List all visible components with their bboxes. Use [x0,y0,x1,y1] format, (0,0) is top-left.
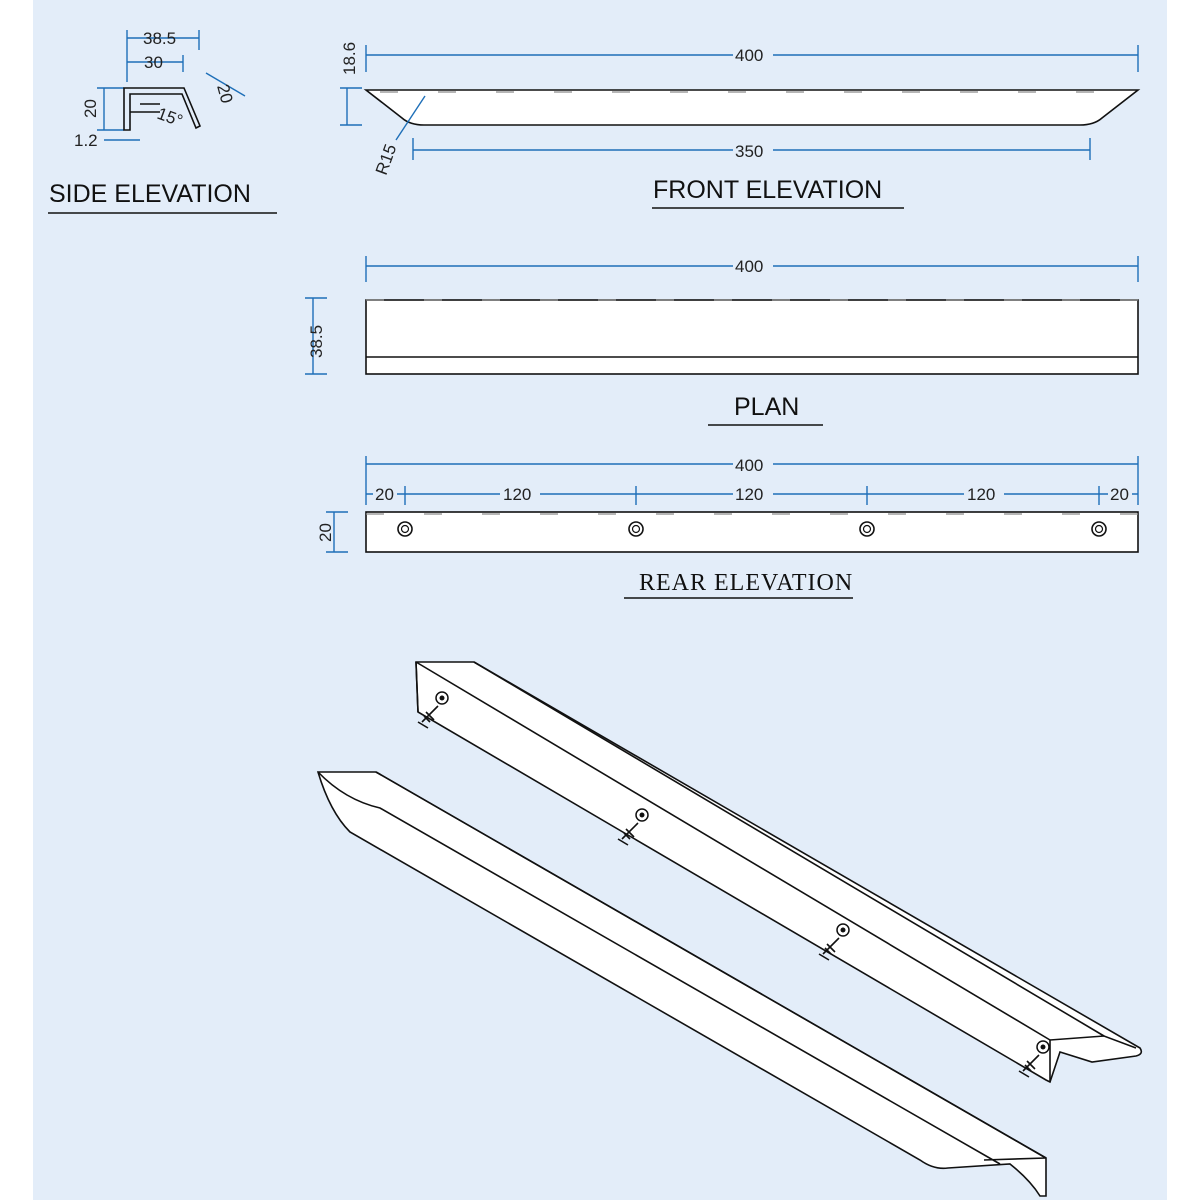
rear-elevation-title: REAR ELEVATION [639,570,853,596]
iso-edge [983,1157,1047,1161]
iso-edge [317,771,1001,1165]
front-handle-body [363,89,1141,126]
screw-hole-inner [862,524,872,534]
dim-side-lip: 20 [213,82,236,105]
dim-side-top-width: 38.5 [143,29,176,48]
dim-text-mask [733,256,773,276]
rear-elevation: 400 20 120 120 120 20 20 [316,454,1139,599]
dim-side-height: 20 [81,99,100,118]
screw-hole [397,521,413,537]
dim-rear-height: 20 [316,523,335,542]
dim-text-mask [733,454,773,474]
screw-hole-inner [400,524,410,534]
dim-front-length: 400 [735,46,763,65]
dim-line-lip [205,72,246,97]
dim-rear-spacing-2: 120 [735,485,763,504]
front-elevation: 400 18.6 R15 350 FRONT ELEVATION [340,42,1141,209]
dim-side-thickness: 1.2 [74,131,98,150]
rear-screw-holes [397,521,1107,537]
dim-plan-length: 400 [735,257,763,276]
iso-edge [415,661,419,713]
screw-icon [1018,1040,1050,1078]
plan-title: PLAN [734,393,799,421]
iso-edge [1049,1035,1137,1049]
screw-hole [1091,521,1107,537]
iso-edge [375,771,1047,1159]
dim-side-inner-width: 30 [144,53,163,72]
rear-handle-body [365,511,1139,553]
plan-view: 400 38.5 PLAN [305,256,1139,426]
front-elevation-title: FRONT ELEVATION [653,176,882,204]
screw-hole [859,521,875,537]
dim-rear-edge-left: 20 [375,485,394,504]
dim-text-mask [964,484,1004,504]
plan-handle-body [365,299,1139,375]
dim-rear-spacing-1: 120 [503,485,531,504]
dim-front-height: 18.6 [340,42,359,75]
iso-edge [415,661,1051,1041]
iso-handle-front [316,771,1047,1197]
dim-text-mask [733,140,773,160]
isometric-view [316,661,1143,1197]
screw-hole-inner [631,524,641,534]
side-profile [123,87,202,131]
screw-icon [417,691,449,729]
side-screw [130,103,160,113]
screw-icon [617,808,649,846]
dim-line-radius [395,95,426,141]
dim-rear-spacing-3: 120 [967,485,995,504]
side-elevation: 38.5 30 20 1.2 20 15° SIDE ELEVATION [48,29,277,214]
side-elevation-title: SIDE ELEVATION [49,180,251,208]
dim-text-mask [500,484,540,504]
dim-text-mask [1108,484,1132,504]
dim-rear-edge-right: 20 [1110,485,1129,504]
dim-rear-length: 400 [735,456,763,475]
dim-text-mask [733,484,773,504]
screw-hole [628,521,644,537]
screw-hole-inner [1094,524,1104,534]
dim-front-bottom-length: 350 [735,142,763,161]
screw-icon [818,923,850,961]
dim-text-mask [373,484,397,504]
iso-edge [473,661,1105,1037]
dim-text-mask [733,44,773,64]
dim-plan-depth: 38.5 [307,325,326,358]
